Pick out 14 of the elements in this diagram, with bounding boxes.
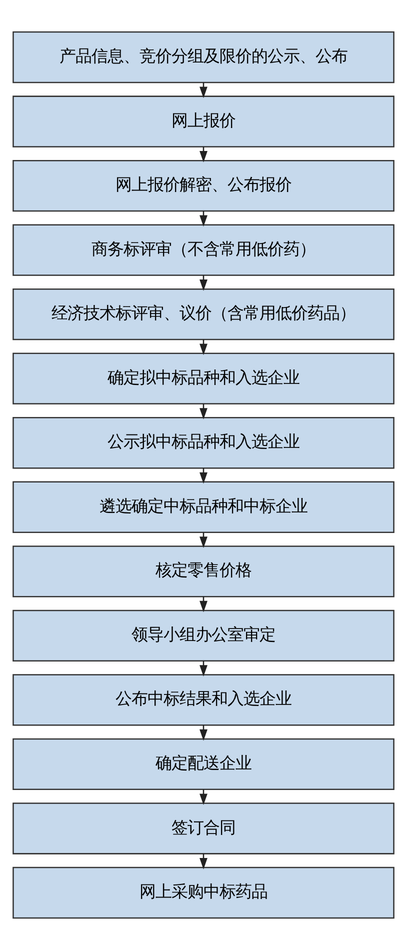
node-box: 产品信息、竞价分组及限价的公示、公布 — [12, 31, 394, 84]
node-box: 商务标评审（不含常用低价药） — [12, 224, 394, 276]
node-box: 签订合同 — [12, 802, 394, 854]
node-box: 网上采购中标药品 — [12, 866, 394, 919]
node-box: 核定零售价格 — [12, 546, 394, 598]
node-box: 遴选确定中标品种和中标企业 — [12, 481, 394, 533]
node-box: 公示拟中标品种和入选企业 — [12, 417, 394, 469]
node-box: 确定配送企业 — [12, 738, 394, 790]
node-box: 网上报价解密、公布报价 — [12, 160, 394, 212]
node-box: 领导小组办公室审定 — [12, 610, 394, 662]
node-box: 经济技术标评审、议价（含常用低价药品） — [12, 288, 394, 340]
node-box: 公布中标结果和入选企业 — [12, 674, 394, 726]
node-box: 确定拟中标品种和入选企业 — [12, 352, 394, 404]
node-box: 网上报价 — [12, 96, 394, 148]
